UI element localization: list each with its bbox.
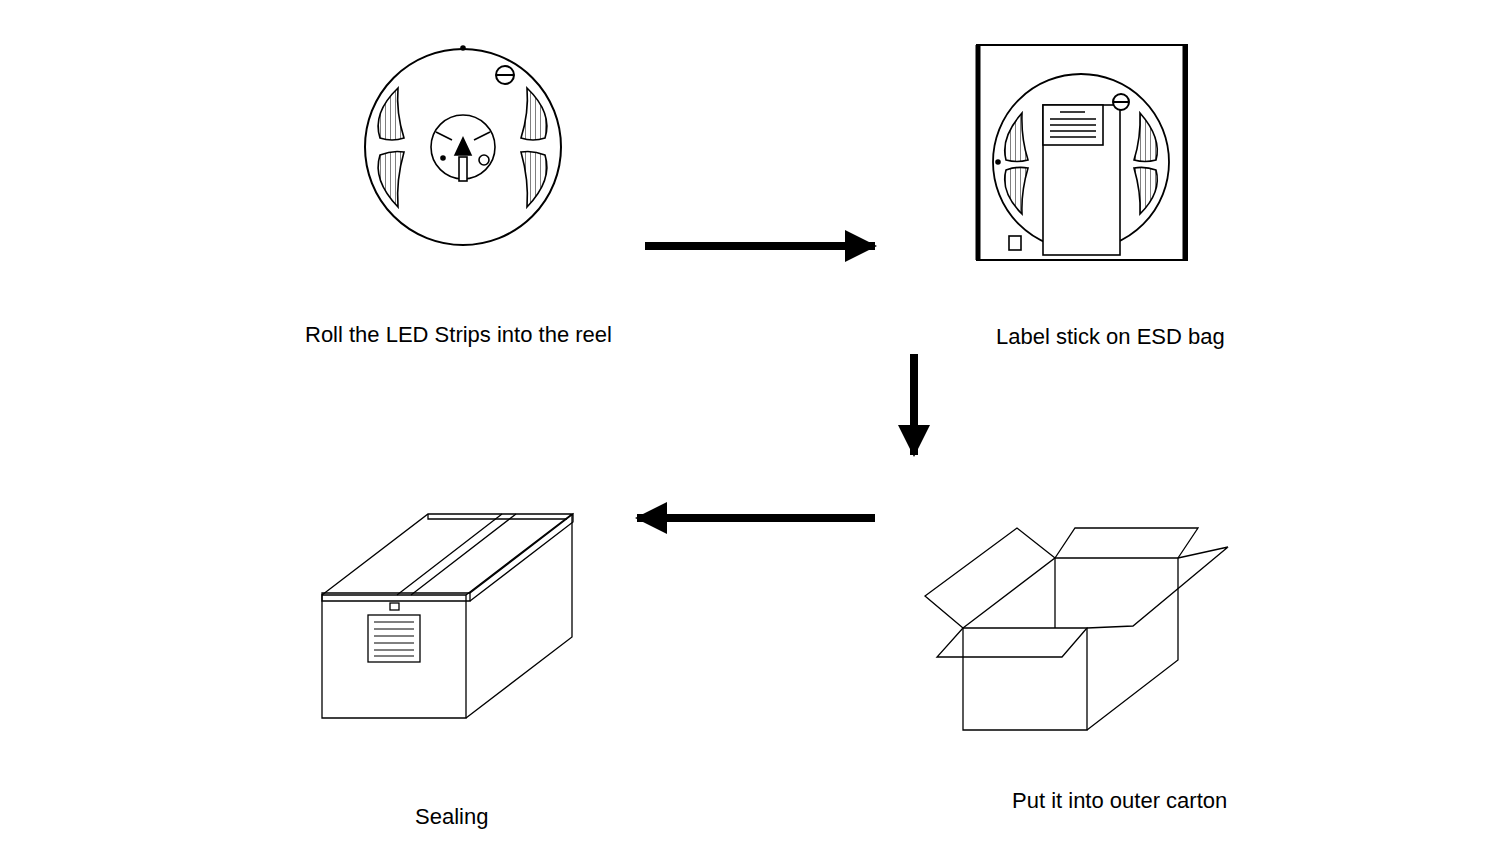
process-step: Sealing: [300, 500, 637, 838]
flow-arrow: [637, 514, 875, 522]
sealed-carton: [322, 514, 573, 718]
step-caption: Label stick on ESD bag: [996, 324, 1225, 350]
step-caption: Sealing: [415, 804, 488, 830]
open-carton: [925, 528, 1228, 730]
led-reel: [365, 46, 561, 245]
step-caption: Roll the LED Strips into the reel: [305, 322, 612, 348]
flow-arrow: [645, 242, 875, 250]
process-step: Put it into outer carton: [875, 455, 1250, 823]
esd-bag: [977, 45, 1187, 260]
step-caption: Put it into outer carton: [1012, 788, 1227, 814]
flow-arrow: [910, 354, 918, 455]
process-step: Label stick on ESD bag: [875, 40, 1250, 354]
process-step: Roll the LED Strips into the reel: [300, 40, 645, 352]
